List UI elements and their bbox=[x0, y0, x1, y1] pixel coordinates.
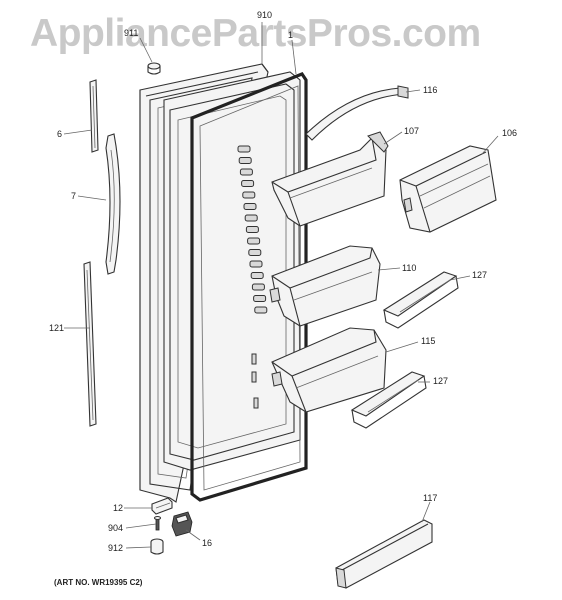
watermark-logo: AppliancePartsPros.com bbox=[30, 12, 481, 55]
callout-115: 115 bbox=[421, 336, 436, 346]
part-12-hinge bbox=[151, 497, 173, 515]
callout-106: 106 bbox=[502, 128, 518, 138]
liner-slot bbox=[251, 283, 265, 291]
part-7-handle bbox=[105, 133, 121, 275]
liner-lower-slots bbox=[251, 353, 259, 409]
callout-121: 121 bbox=[49, 323, 65, 333]
liner-slot bbox=[243, 203, 257, 210]
liner-slot bbox=[237, 145, 251, 153]
part-116-bar bbox=[305, 85, 409, 141]
callout-12: 12 bbox=[113, 503, 124, 513]
callout-107: 107 bbox=[404, 126, 420, 136]
callout-7: 7 bbox=[71, 191, 77, 201]
liner-slot bbox=[249, 260, 263, 268]
callout-116: 116 bbox=[423, 85, 438, 95]
door-gasket bbox=[190, 72, 308, 502]
liner-slot bbox=[244, 214, 258, 222]
part-121-trim-strip bbox=[83, 261, 97, 427]
callout-110: 110 bbox=[402, 263, 417, 273]
callout-127-lower: 127 bbox=[433, 376, 449, 386]
part-110-door-bin bbox=[269, 245, 381, 327]
liner-slot bbox=[238, 157, 252, 164]
liner-slot bbox=[250, 272, 264, 279]
part-106-covered-bin bbox=[399, 145, 497, 233]
part-127-retainer-upper bbox=[382, 271, 459, 329]
art-number: (ART NO. WR19395 C2) bbox=[54, 578, 143, 587]
callout-912: 912 bbox=[108, 543, 124, 553]
callout-910: 910 bbox=[257, 10, 273, 20]
liner-slot bbox=[241, 180, 255, 187]
liner-slot bbox=[242, 191, 256, 199]
part-107-door-bin bbox=[271, 131, 389, 227]
liner-slot bbox=[239, 168, 253, 176]
liner-slot bbox=[248, 249, 262, 256]
part-117-bottom-trim bbox=[335, 519, 433, 589]
part-904-screw bbox=[153, 515, 162, 531]
part-911-cap bbox=[147, 62, 161, 75]
liner-slot bbox=[253, 295, 267, 302]
callout-117: 117 bbox=[423, 493, 438, 503]
callout-16: 16 bbox=[202, 538, 213, 548]
callout-1: 1 bbox=[288, 30, 294, 40]
part-6-trim-strip bbox=[89, 79, 99, 153]
liner-slot bbox=[247, 237, 261, 245]
callout-911: 911 bbox=[124, 28, 139, 38]
door-liner bbox=[163, 71, 301, 471]
callout-904: 904 bbox=[108, 523, 124, 533]
part-127-retainer-lower bbox=[350, 371, 427, 429]
part-115-door-bin bbox=[271, 327, 387, 413]
liner-slot bbox=[245, 226, 259, 233]
callout-6: 6 bbox=[57, 129, 63, 139]
liner-slot-column bbox=[237, 145, 268, 314]
part-16-hinge-block bbox=[171, 511, 193, 537]
callout-127-upper: 127 bbox=[472, 270, 488, 280]
liner-slot bbox=[254, 306, 268, 314]
leader-lines bbox=[63, 22, 499, 549]
part-912-bushing bbox=[150, 538, 164, 555]
